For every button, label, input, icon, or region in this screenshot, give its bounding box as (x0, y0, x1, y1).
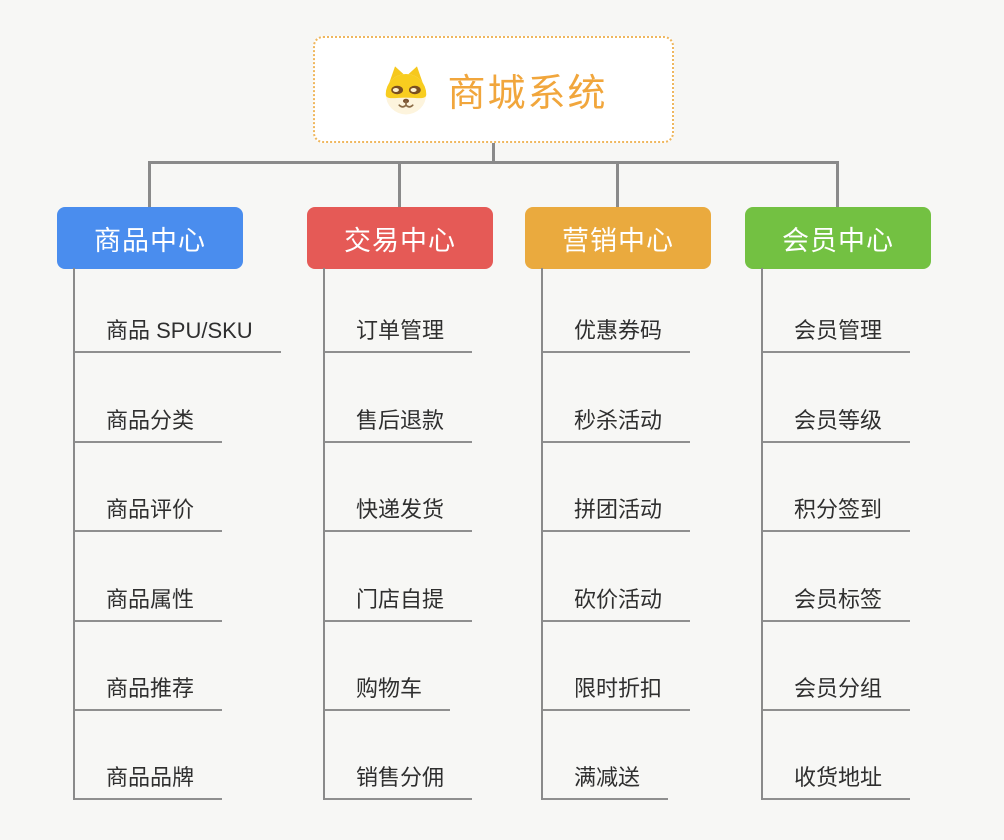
connector-bus (148, 161, 839, 164)
topic-sales-commission[interactable]: 销售分佣 (323, 760, 473, 801)
branch-children-product: 商品 SPU/SKU 商品分类 商品评价 商品属性 商品推荐 商品品牌 (73, 264, 281, 801)
topic-aftersale-refund[interactable]: 售后退款 (323, 403, 473, 443)
topic-full-reduction[interactable]: 满减送 (541, 760, 669, 801)
topic-express-delivery[interactable]: 快递发货 (323, 492, 473, 533)
topic-member-tag[interactable]: 会员标签 (761, 582, 911, 622)
topic-shipping-address[interactable]: 收货地址 (761, 760, 911, 801)
connector-drop-product (148, 161, 151, 208)
topic-product-category[interactable]: 商品分类 (73, 403, 223, 443)
dog-face-icon (386, 65, 427, 114)
root-title: 商城系统 (447, 73, 608, 115)
topic-product-brand[interactable]: 商品品牌 (73, 760, 223, 801)
branch-trade-center[interactable]: 交易中心 (307, 207, 493, 269)
topic-order-management[interactable]: 订单管理 (323, 313, 473, 354)
topic-member-level[interactable]: 会员等级 (761, 403, 911, 443)
topic-group-buy[interactable]: 拼团活动 (541, 492, 691, 533)
connector-drop-marketing (616, 161, 619, 208)
topic-product-recommend[interactable]: 商品推荐 (73, 671, 223, 711)
connector-root-drop (492, 142, 495, 163)
branch-spine (761, 268, 763, 800)
topic-points-checkin[interactable]: 积分签到 (761, 492, 911, 533)
branch-marketing-center[interactable]: 营销中心 (525, 207, 711, 269)
branch-spine (323, 268, 325, 800)
connector-drop-member (836, 161, 839, 208)
topic-limited-time-discount[interactable]: 限时折扣 (541, 671, 691, 711)
topic-shopping-cart[interactable]: 购物车 (323, 671, 451, 711)
topic-bargain-activity[interactable]: 砍价活动 (541, 582, 691, 622)
topic-flash-sale[interactable]: 秒杀活动 (541, 403, 691, 443)
topic-member-group[interactable]: 会员分组 (761, 671, 911, 711)
topic-store-pickup[interactable]: 门店自提 (323, 582, 473, 622)
topic-member-management[interactable]: 会员管理 (761, 313, 911, 354)
topic-product-attribute[interactable]: 商品属性 (73, 582, 223, 622)
topic-coupon-code[interactable]: 优惠券码 (541, 313, 691, 354)
root-node[interactable]: 商城系统 (313, 36, 674, 143)
topic-product-review[interactable]: 商品评价 (73, 492, 223, 533)
branch-children-marketing: 优惠券码 秒杀活动 拼团活动 砍价活动 限时折扣 满减送 (541, 264, 691, 801)
branch-children-member: 会员管理 会员等级 积分签到 会员标签 会员分组 收货地址 (761, 264, 911, 801)
connector-drop-trade (398, 161, 401, 208)
branch-children-trade: 订单管理 售后退款 快递发货 门店自提 购物车 销售分佣 (323, 264, 473, 801)
topic-product-spu-sku[interactable]: 商品 SPU/SKU (73, 313, 281, 354)
branch-member-center[interactable]: 会员中心 (745, 207, 931, 269)
branch-spine (541, 268, 543, 800)
branch-spine (73, 268, 75, 800)
branch-product-center[interactable]: 商品中心 (57, 207, 243, 269)
